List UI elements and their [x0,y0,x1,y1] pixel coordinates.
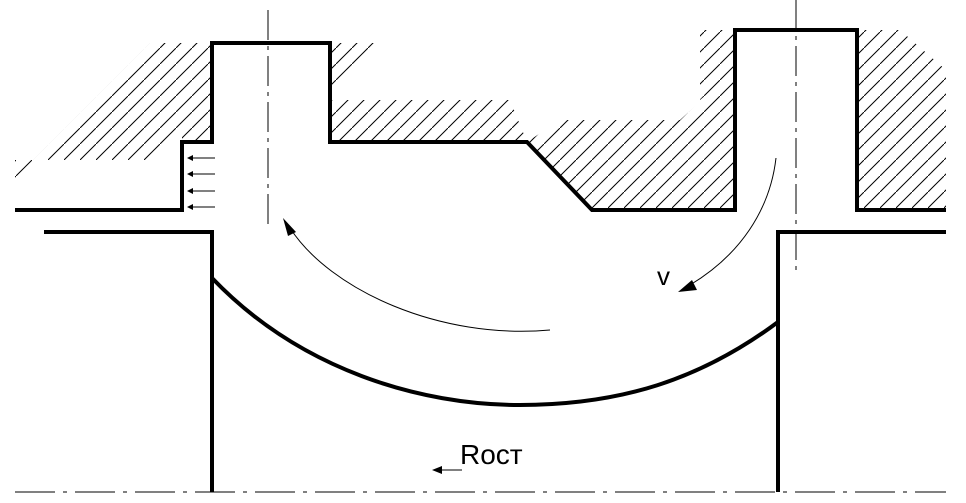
hatch-mid [330,100,527,142]
force-arrowhead [432,466,442,474]
pressure-arrows [187,155,215,210]
housing-hatching [15,30,946,208]
force-label: Rост [460,439,523,470]
rotor-contour [44,230,214,492]
rotor-curve [210,276,780,408]
flow-arrow-left [289,227,551,332]
flow-arrow-right [689,157,777,286]
flow-arrowhead-right [678,280,697,292]
velocity-label: v [657,261,670,291]
rotor-contour-right [776,230,946,492]
hatch-right-slope [527,120,680,208]
hatch-left [15,43,212,178]
hatch-right-inner [680,70,735,208]
flow-arrowhead-left [283,218,296,236]
hatch-right-outer [857,30,946,208]
hatch-right-top [700,30,735,100]
hatch-mid-top [330,43,380,93]
